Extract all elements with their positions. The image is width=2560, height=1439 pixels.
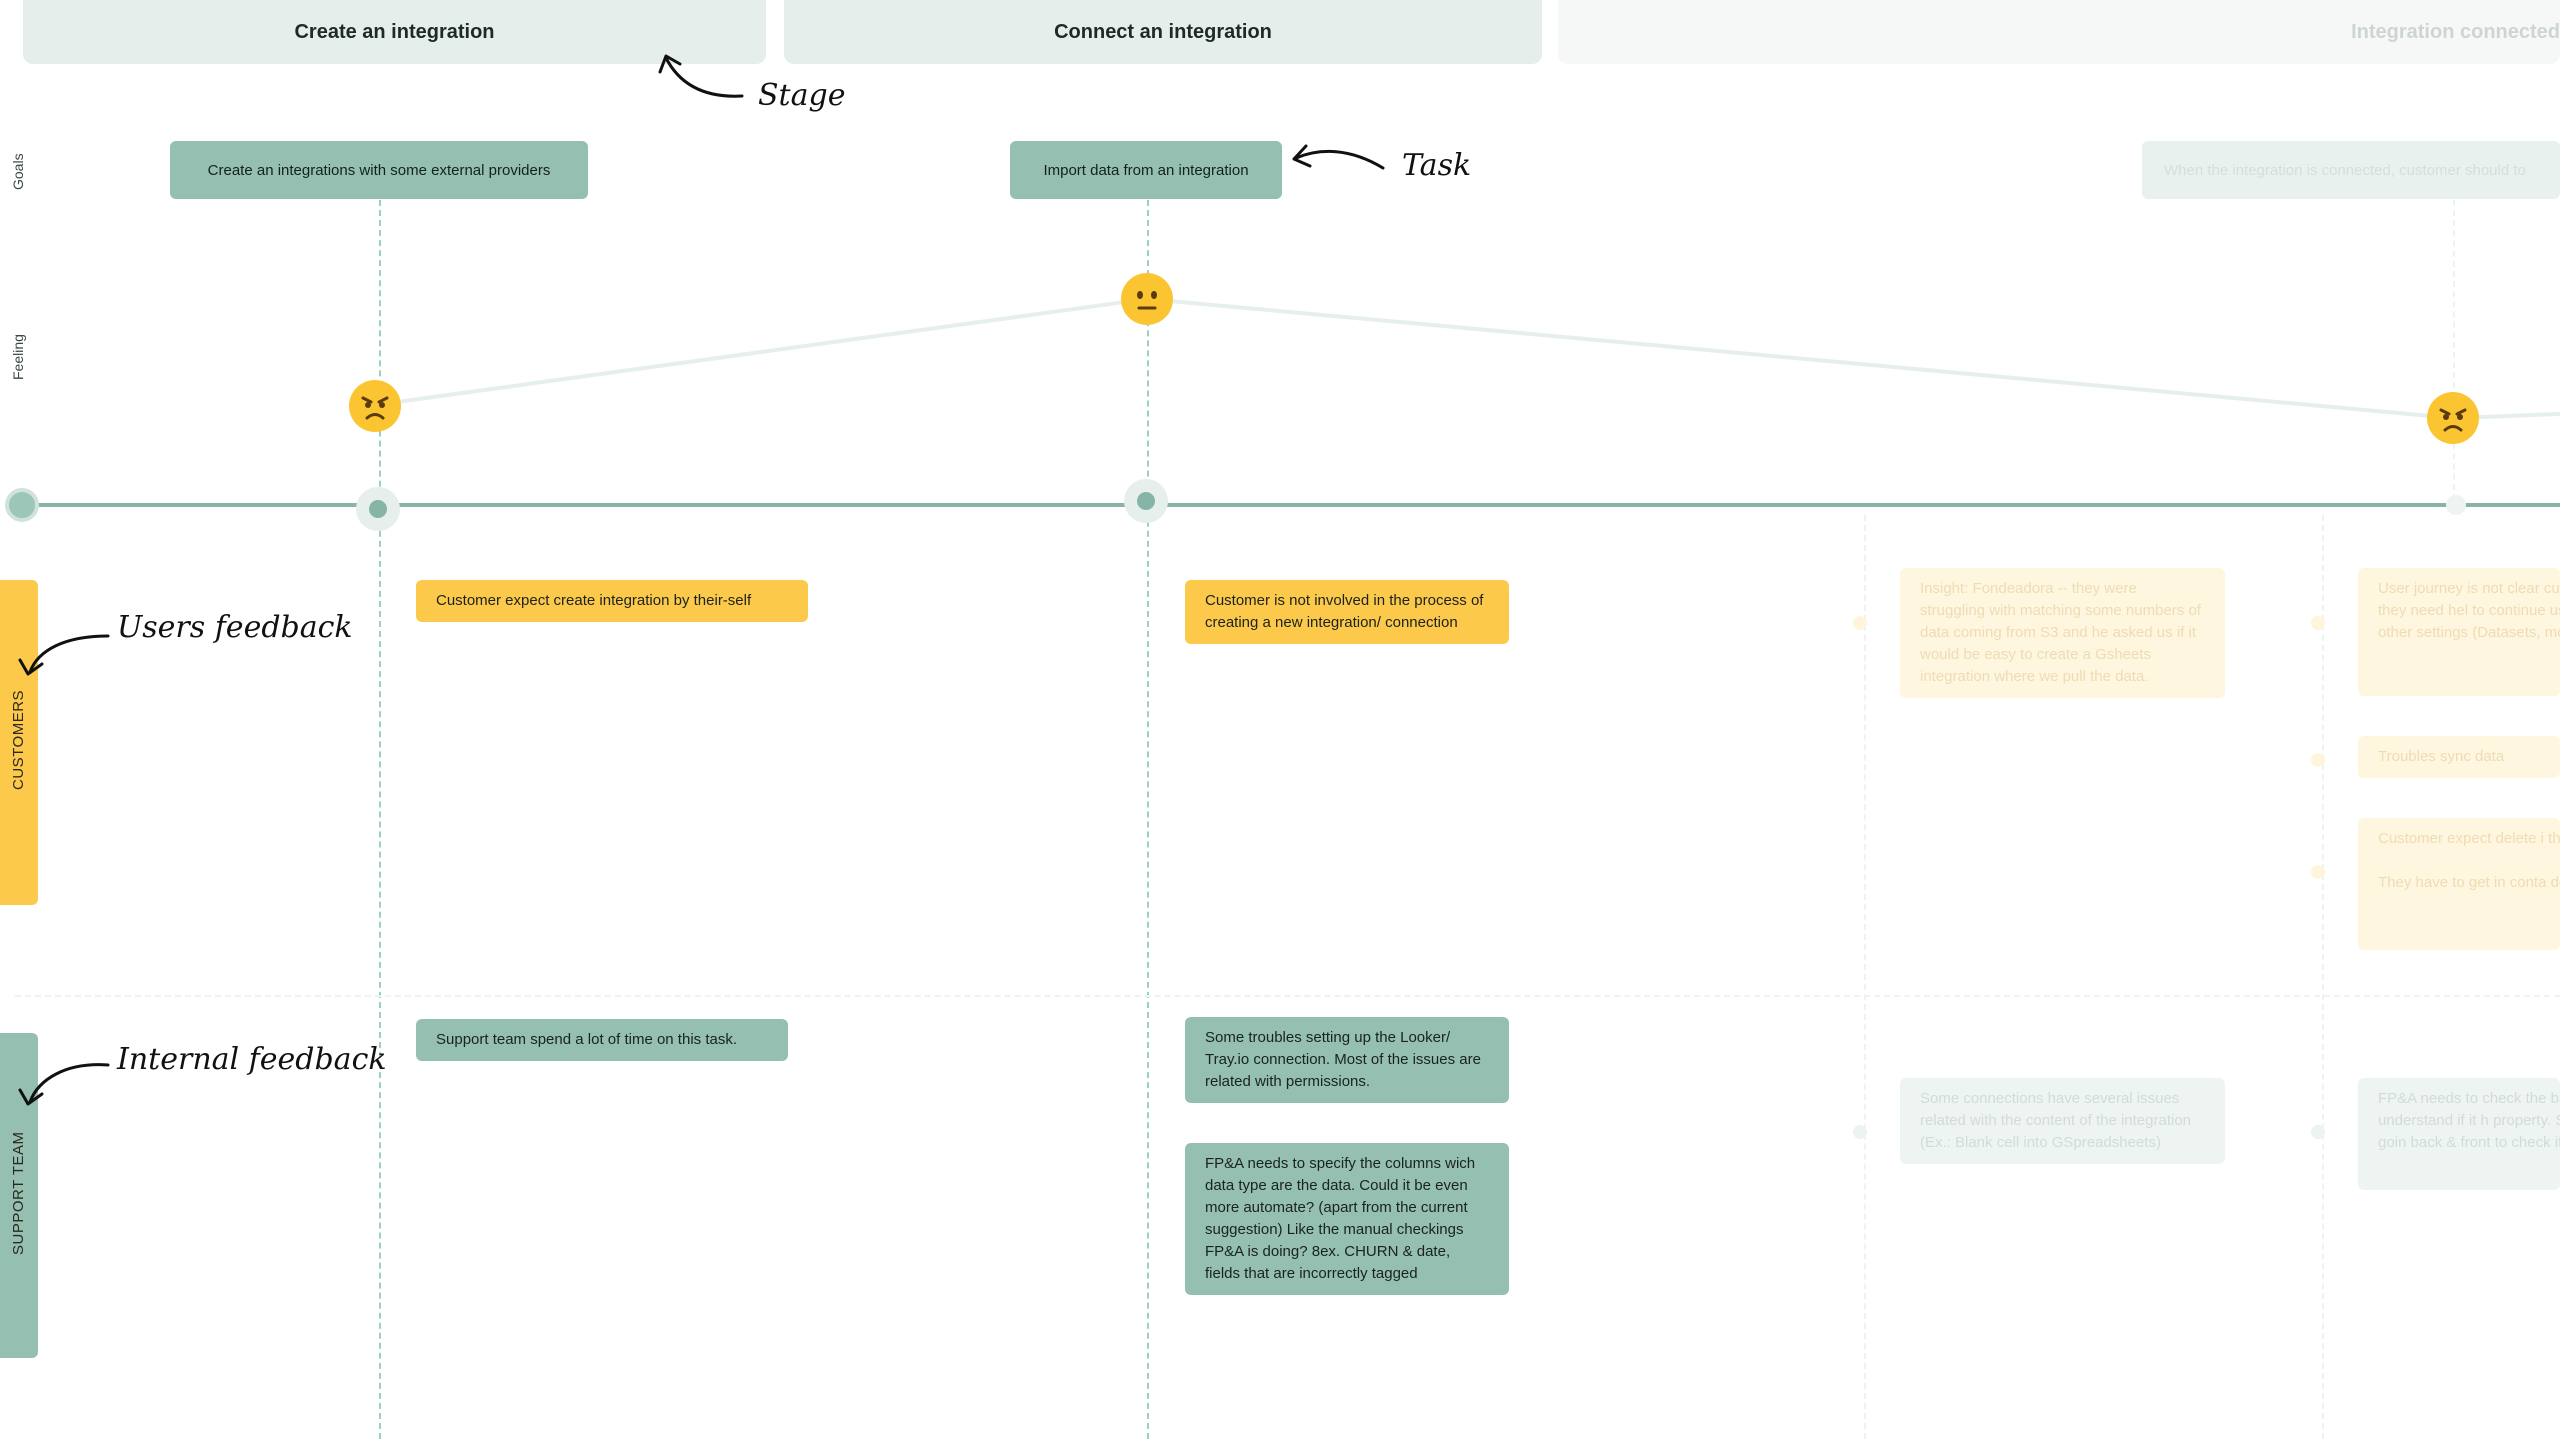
stage-header-connect: Connect an integration	[784, 0, 1542, 64]
lane-support-team	[0, 1033, 38, 1358]
note-marker	[1853, 1125, 1867, 1139]
note-text: FP&A needs to check the back to understa…	[2378, 1090, 2560, 1151]
feeling-curve	[374, 296, 2560, 421]
note-text: Some connections have several issues rel…	[1920, 1090, 2192, 1151]
annotation-arrows	[18, 54, 1385, 1106]
annotation-stage: Stage	[758, 78, 846, 113]
support-note[interactable]: Some connections have several issues rel…	[1900, 1078, 2225, 1164]
timeline-line	[20, 503, 2560, 507]
stage-label: Create an integration	[294, 20, 495, 43]
angry-face-icon	[349, 380, 401, 432]
timeline-node	[369, 500, 387, 518]
customer-note[interactable]: Customer is not involved in the process …	[1185, 580, 1509, 644]
timeline-node	[1137, 492, 1155, 510]
customer-note[interactable]: Troubles sync data	[2358, 736, 2560, 778]
stage-guide-5	[2453, 200, 2455, 500]
note-text: Support team spend a lot of time on this…	[436, 1031, 737, 1048]
note-text: Customer is not involved in the process …	[1205, 592, 1484, 631]
note-text: FP&A needs to specify the columns wich d…	[1205, 1155, 1476, 1282]
note-marker	[2311, 865, 2325, 879]
support-note[interactable]: FP&A needs to check the back to understa…	[2358, 1078, 2560, 1190]
note-marker	[2311, 616, 2325, 630]
task-label: Create an integrations with some externa…	[207, 161, 551, 179]
task-integration-connected[interactable]: When the integration is connected, custo…	[2142, 141, 2560, 199]
annotation-users-feedback: Users feedback	[117, 610, 353, 645]
note-text: Customer expect delete i themselves. The…	[2378, 830, 2560, 891]
task-import-data[interactable]: Import data from an integration	[1010, 141, 1282, 199]
customer-note[interactable]: Customer expect create integration by th…	[416, 580, 808, 622]
stage-guide-2	[1147, 200, 1149, 1439]
timeline-start-node	[5, 488, 39, 522]
task-label: Import data from an integration	[1043, 161, 1249, 179]
stage-label: Integration connected	[2351, 20, 2560, 43]
note-text: Some troubles setting up the Looker/ Tra…	[1205, 1029, 1481, 1090]
stage-guide-3	[1864, 515, 1866, 1439]
note-text: Customer expect create integration by th…	[436, 592, 752, 609]
task-label: When the integration is connected, custo…	[2164, 161, 2526, 179]
stage-header-create: Create an integration	[23, 0, 766, 64]
angry-face-icon	[2427, 392, 2479, 444]
lane-customers	[0, 580, 38, 905]
support-note[interactable]: Some troubles setting up the Looker/ Tra…	[1185, 1017, 1509, 1103]
customer-note[interactable]: Customer expect delete i themselves. The…	[2358, 818, 2560, 950]
customer-note[interactable]: Insight: Fondeadora -- they were struggl…	[1900, 568, 2225, 698]
note-text: Insight: Fondeadora -- they were struggl…	[1920, 580, 2201, 685]
stage-guide-1	[379, 200, 381, 1439]
task-create-integration[interactable]: Create an integrations with some externa…	[170, 141, 588, 199]
lane-separator	[15, 995, 2560, 997]
support-note[interactable]: Support team spend a lot of time on this…	[416, 1019, 788, 1061]
note-text: Troubles sync data	[2378, 748, 2505, 765]
neutral-face-icon	[1121, 273, 1173, 325]
stage-guide-4	[2322, 515, 2324, 1439]
annotation-internal-feedback: Internal feedback	[117, 1042, 387, 1077]
support-note[interactable]: FP&A needs to specify the columns wich d…	[1185, 1143, 1509, 1295]
annotation-task: Task	[1402, 148, 1472, 183]
note-marker	[2311, 753, 2325, 767]
stage-label: Connect an integration	[1054, 20, 1272, 43]
stage-header-connected: Integration connected	[1558, 0, 2560, 64]
timeline-node-faded	[2446, 495, 2466, 515]
note-marker	[1853, 616, 1867, 630]
note-marker	[2311, 1125, 2325, 1139]
